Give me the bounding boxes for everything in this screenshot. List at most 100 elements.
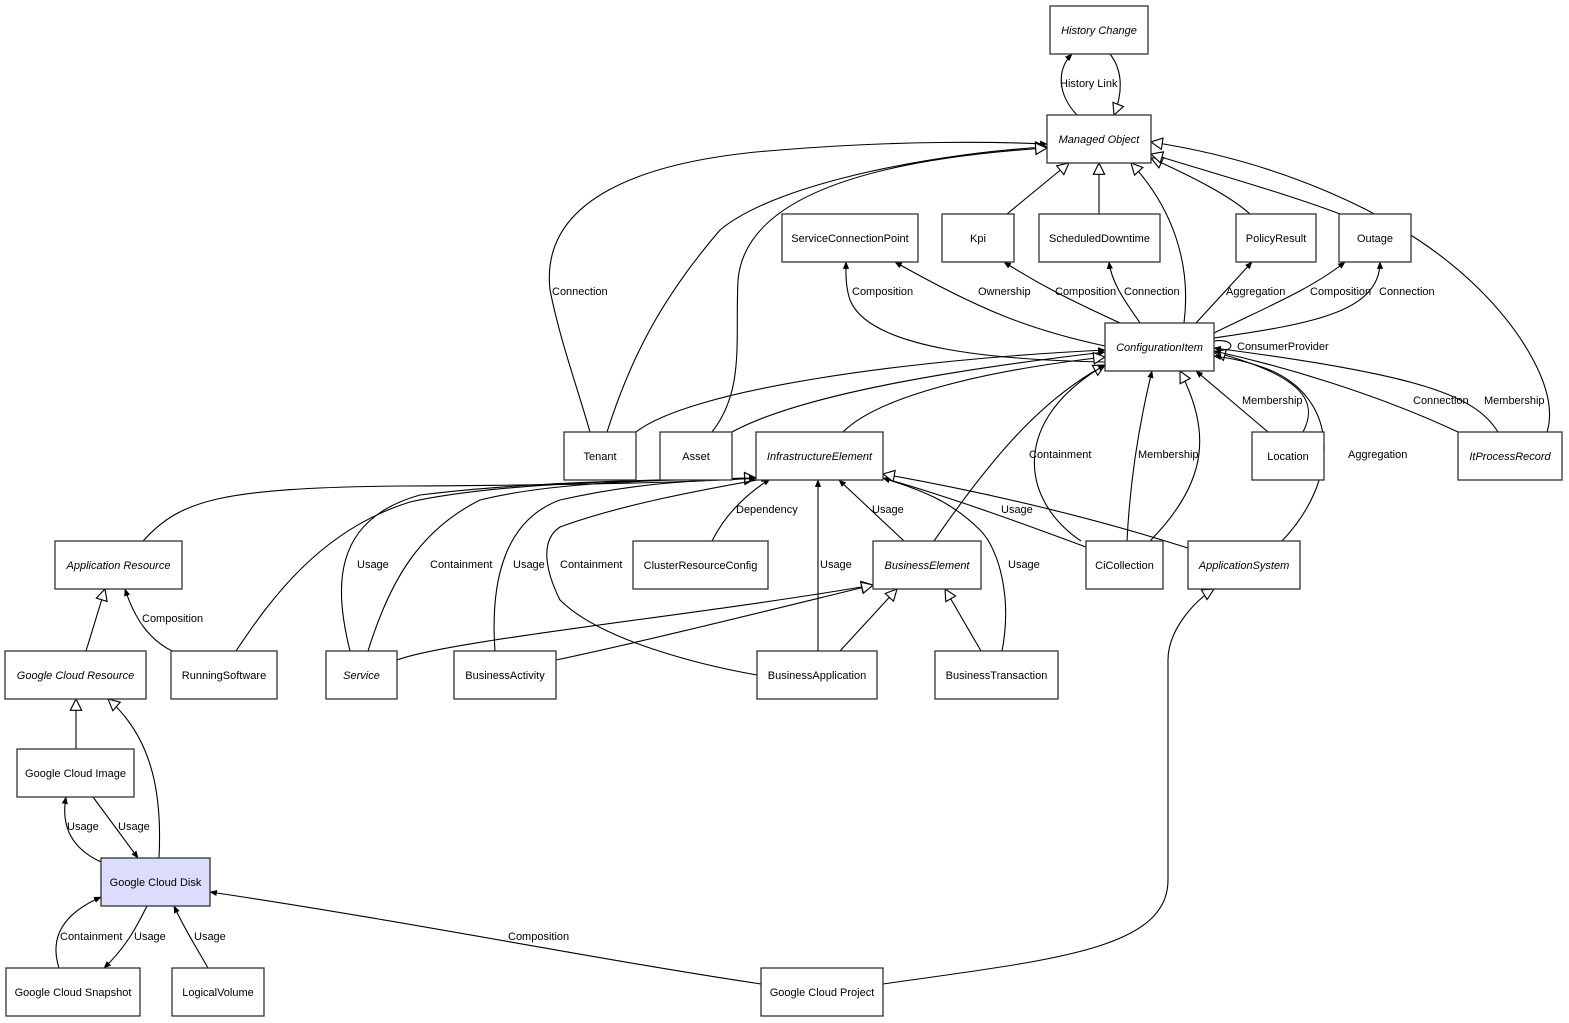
node-service-connection-point[interactable]: ServiceConnectionPoint [781,213,919,263]
association-edge-google_cloud_disk-to-google_cloud_image[interactable] [61,796,102,863]
association-edge-ci_collection-to-infrastructure_element[interactable] [882,476,1087,548]
node-tenant[interactable]: Tenant [563,431,637,481]
inheritance-edge-location-to-configuration_item[interactable] [1214,352,1310,433]
inheritance-edge-google_cloud_disk-to-google_cloud_resource[interactable] [108,699,161,859]
association-edge-it_process_record-to-configuration_item[interactable] [1213,349,1459,433]
node-infrastructure-element[interactable]: InfrastructureElement [755,431,884,481]
node-google-cloud-disk[interactable]: Google Cloud Disk [100,857,211,907]
node-box[interactable] [1085,540,1164,590]
association-edge-ci_collection-to-configuration_item[interactable] [1033,364,1106,542]
inheritance-edge-google_cloud_project-to-application_system[interactable] [882,589,1214,985]
inheritance-edge-it_process_record-to-managed_object[interactable] [1151,142,1551,433]
node-google-cloud-snapshot[interactable]: Google Cloud Snapshot [5,967,141,1017]
node-it-process-record[interactable]: ItProcessRecord [1457,431,1563,481]
association-edge-google_cloud_disk-to-google_cloud_snapshot[interactable] [103,905,148,969]
node-managed-object[interactable]: Managed Object [1046,114,1152,164]
node-box[interactable] [171,967,265,1017]
node-box[interactable] [1049,5,1149,55]
association-edge-tenant-to-managed_object[interactable] [548,140,1048,433]
inheritance-edge-kpi-to-managed_object[interactable] [1006,163,1069,215]
inheritance-edge-configuration_item-to-managed_object[interactable] [1131,163,1187,324]
node-box[interactable] [1038,213,1161,263]
inheritance-edge-business_element-to-configuration_item[interactable] [933,365,1105,542]
node-box[interactable] [659,431,733,481]
association-edge-configuration_item-to-service_connection_point[interactable] [894,261,1106,347]
association-edge-configuration_item-to-outage[interactable] [1213,261,1346,334]
association-edge-google_cloud_image-to-google_cloud_disk[interactable] [92,796,139,859]
association-edge-running_software-to-application_resource[interactable] [124,588,173,652]
node-box[interactable] [872,540,982,590]
inheritance-edge-application_system-to-infrastructure_element[interactable] [883,474,1189,549]
node-box[interactable] [4,650,147,700]
node-configuration-item[interactable]: ConfigurationItem [1104,322,1215,372]
association-edge-business_transaction-to-infrastructure_element[interactable] [882,477,1007,652]
node-box[interactable] [755,431,884,481]
association-edge-configuration_item-to-scheduled_downtime[interactable] [1106,261,1141,324]
association-edge-managed_object-to-history_change[interactable] [1060,53,1078,116]
association-edge-configuration_item-to-kpi[interactable] [1003,261,1121,324]
node-scheduled-downtime[interactable]: ScheduledDowntime [1038,213,1161,263]
node-box[interactable] [781,213,919,263]
node-business-activity[interactable]: BusinessActivity [453,650,557,700]
node-box[interactable] [1338,213,1412,263]
node-history-change[interactable]: History Change [1049,5,1149,55]
node-policy-result[interactable]: PolicyResult [1235,213,1317,263]
association-edge-configuration_item-to-policy_result[interactable] [1195,261,1253,324]
node-outage[interactable]: Outage [1338,213,1412,263]
node-box[interactable] [941,213,1015,263]
inheritance-edge-asset-to-managed_object[interactable] [711,148,1047,433]
association-edge-google_cloud_project-to-google_cloud_disk[interactable] [209,889,762,985]
inheritance-edge-outage-to-managed_object[interactable] [1151,154,1341,215]
node-kpi[interactable]: Kpi [941,213,1015,263]
inheritance-edge-policy_result-to-managed_object[interactable] [1151,158,1251,215]
node-box[interactable] [16,748,135,798]
inheritance-edge-google_cloud_resource-to-application_resource[interactable] [85,589,105,652]
inheritance-edge-ci_collection-to-configuration_item[interactable] [1149,371,1201,542]
node-cluster-resource-config[interactable]: ClusterResourceConfig [632,540,769,590]
association-edge-location-to-configuration_item[interactable] [1195,370,1269,433]
node-box[interactable] [100,857,211,907]
node-box[interactable] [453,650,557,700]
node-ci-collection[interactable]: CiCollection [1085,540,1164,590]
node-running-software[interactable]: RunningSoftware [170,650,278,700]
inheritance-edge-business_transaction-to-business_element[interactable] [945,589,982,652]
inheritance-edge-business_application-to-business_element[interactable] [839,589,897,652]
node-box[interactable] [170,650,278,700]
node-box[interactable] [1104,322,1215,372]
association-edge-google_cloud_snapshot-to-google_cloud_disk[interactable] [55,896,102,969]
node-box[interactable] [760,967,884,1017]
inheritance-edge-history_change-to-managed_object[interactable] [1109,53,1120,115]
node-box[interactable] [1046,114,1152,164]
node-service[interactable]: Service [325,650,398,700]
association-edge-business_application-to-infrastructure_element[interactable] [546,476,769,676]
node-business-element[interactable]: BusinessElement [872,540,982,590]
node-google-cloud-resource[interactable]: Google Cloud Resource [4,650,147,700]
node-box[interactable] [1235,213,1317,263]
inheritance-edge-infrastructure_element-to-configuration_item[interactable] [842,357,1105,433]
node-box[interactable] [54,540,183,590]
association-edge-configuration_item-to-service_connection_point[interactable] [842,261,1106,363]
node-google-cloud-image[interactable]: Google Cloud Image [16,748,135,798]
association-edge-business_element-to-infrastructure_element[interactable] [838,479,905,542]
node-asset[interactable]: Asset [659,431,733,481]
node-application-system[interactable]: ApplicationSystem [1187,540,1301,590]
association-edge-cluster_resource_config-to-infrastructure_element[interactable] [711,478,771,542]
association-edge-application_system-to-configuration_item[interactable] [1213,353,1325,542]
node-application-resource[interactable]: Application Resource [54,540,183,590]
node-box[interactable] [1187,540,1301,590]
node-box[interactable] [1251,431,1325,481]
association-edge-configuration_item-to-outage[interactable] [1213,261,1384,339]
association-edge-asset-to-configuration_item[interactable] [731,349,1106,433]
node-box[interactable] [756,650,878,700]
node-box[interactable] [632,540,769,590]
inheritance-edge-application_resource-to-infrastructure_element[interactable] [142,478,756,542]
association-edge-tenant-to-configuration_item[interactable] [635,347,1106,433]
association-edge-logical_volume-to-google_cloud_disk[interactable] [173,905,209,969]
node-logical-volume[interactable]: LogicalVolume [171,967,265,1017]
node-google-cloud-project[interactable]: Google Cloud Project [760,967,884,1017]
association-edge-it_process_record-to-configuration_item[interactable] [1213,345,1499,433]
inheritance-edge-business_activity-to-business_element[interactable] [555,585,873,661]
node-box[interactable] [563,431,637,481]
inheritance-edge-tenant-to-managed_object[interactable] [606,147,1047,433]
node-location[interactable]: Location [1251,431,1325,481]
